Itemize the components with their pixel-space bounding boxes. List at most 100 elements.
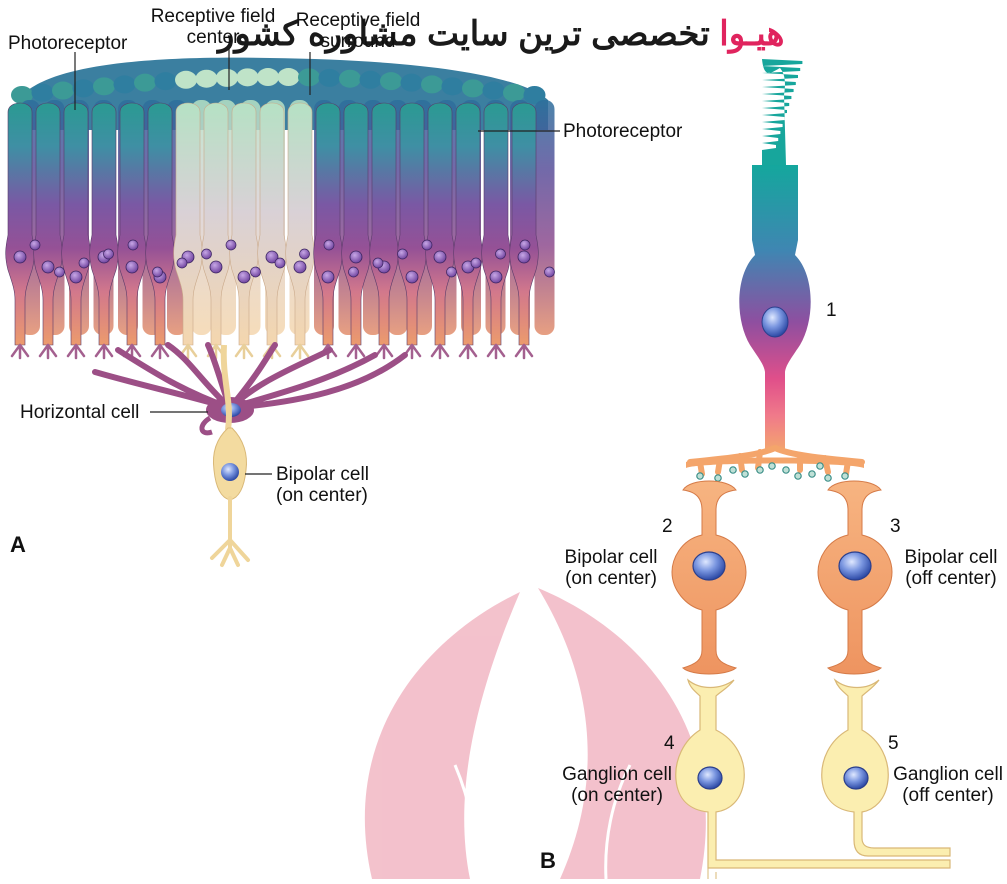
- label-bipolar-on: Bipolar cell (on center): [556, 547, 666, 589]
- cone-tip: [278, 68, 300, 86]
- rod-nucleus-back: [422, 240, 432, 250]
- cone-tip: [175, 71, 197, 89]
- label-bipolar-off: Bipolar cell (off center): [898, 547, 1004, 589]
- cone-tip: [462, 79, 484, 97]
- rod-terminal: [12, 345, 28, 358]
- panel-letter-a: A: [10, 532, 26, 558]
- cone-tip: [32, 84, 54, 102]
- label-bipolar-on-line2: (on center): [556, 568, 666, 589]
- rod-nucleus-back: [79, 258, 89, 268]
- rod-nucleus-back: [545, 267, 555, 277]
- vesicle: [769, 463, 775, 469]
- rod-nucleus: [434, 251, 446, 263]
- rod-nucleus: [490, 271, 502, 283]
- bipolar-cell-on: [672, 481, 746, 674]
- cone-tip: [155, 72, 177, 90]
- cone-tip: [503, 84, 525, 102]
- vesicle: [715, 475, 721, 481]
- label-rf-surround: Receptive field surround: [283, 10, 433, 52]
- label-rf-center-line2: center: [138, 27, 288, 48]
- label-rf-center-line1: Receptive field: [138, 6, 288, 27]
- rod-nucleus-back: [471, 258, 481, 268]
- cone-tip: [401, 74, 423, 92]
- horizontal-cell: [95, 345, 405, 433]
- label-bipolar-off-line1: Bipolar cell: [898, 547, 1004, 568]
- cone-tip: [134, 74, 156, 92]
- rod-nucleus: [294, 261, 306, 273]
- cone-tip: [421, 75, 443, 93]
- label-ganglion-off-line2: (off center): [890, 785, 1006, 806]
- rod-nucleus-back: [398, 249, 408, 259]
- cone-tip: [52, 82, 74, 100]
- label-bipolar-off-line2: (off center): [898, 568, 1004, 589]
- photoreceptor-array: [6, 58, 555, 345]
- label-photoreceptor-left: Photoreceptor: [8, 33, 127, 54]
- vesicle: [825, 475, 831, 481]
- rod-nucleus: [42, 261, 54, 273]
- watermark-brand: هیـوا: [719, 15, 784, 53]
- rod-nucleus: [14, 251, 26, 263]
- vesicle: [795, 473, 801, 479]
- rod-nucleus: [210, 261, 222, 273]
- label-photoreceptor-right: Photoreceptor: [563, 121, 682, 142]
- cone-tip: [319, 69, 341, 87]
- cone-tip: [483, 82, 505, 100]
- rod-nucleus-back: [55, 267, 65, 277]
- rod-terminal: [96, 345, 112, 358]
- rod-nucleus-back: [447, 267, 457, 277]
- cone-tip: [298, 68, 320, 86]
- label-ganglion-on-line1: Ganglion cell: [556, 764, 678, 785]
- vesicle: [809, 471, 815, 477]
- rod-terminal: [236, 345, 252, 358]
- rod-terminal: [432, 345, 448, 358]
- rod-terminal: [292, 345, 308, 358]
- rod-back: [535, 100, 555, 335]
- rod-nucleus-back: [30, 240, 40, 250]
- cone-tip: [442, 77, 464, 95]
- rod-nucleus: [350, 251, 362, 263]
- rod-nucleus-back: [202, 249, 212, 259]
- rod-terminal: [348, 345, 364, 358]
- label-rf-surround-line2: surround: [283, 31, 433, 52]
- rod-nucleus: [406, 271, 418, 283]
- rod-nucleus-back: [226, 240, 236, 250]
- watermark-leaves: [365, 588, 706, 879]
- rod-nucleus-back: [300, 249, 310, 259]
- number-4: 4: [664, 733, 675, 754]
- rod-nucleus-back: [349, 267, 359, 277]
- vesicle: [817, 463, 823, 469]
- rod-nucleus-back: [104, 249, 114, 259]
- bipolar-cell-off: [818, 481, 892, 674]
- photoreceptor-large: [686, 59, 864, 474]
- rod-terminal: [460, 345, 476, 358]
- rod-nucleus-back: [520, 240, 530, 250]
- label-rf-surround-line1: Receptive field: [283, 10, 433, 31]
- label-bipolar-a: Bipolar cell (on center): [276, 464, 369, 506]
- rod-terminal: [376, 345, 392, 358]
- label-horizontal-cell: Horizontal cell: [20, 402, 139, 423]
- rod-nucleus-back: [373, 258, 383, 268]
- rod-terminal: [152, 345, 168, 358]
- cone-tip: [93, 77, 115, 95]
- rod-nucleus: [126, 261, 138, 273]
- label-ganglion-off: Ganglion cell (off center): [890, 764, 1006, 806]
- vesicle: [730, 467, 736, 473]
- vesicle: [842, 473, 848, 479]
- label-bipolar-a-line2: (on center): [276, 485, 369, 506]
- label-ganglion-on-line2: (on center): [556, 785, 678, 806]
- cone-tip: [216, 69, 238, 87]
- label-ganglion-on: Ganglion cell (on center): [556, 764, 678, 806]
- rod-nucleus-back: [177, 258, 187, 268]
- rod-terminal: [40, 345, 56, 358]
- rod-nucleus-back: [153, 267, 163, 277]
- rod-nucleus: [518, 251, 530, 263]
- rod-nucleus: [238, 271, 250, 283]
- cone-tip: [196, 70, 218, 88]
- cone-tip: [237, 68, 259, 86]
- rod-nucleus-back: [251, 267, 261, 277]
- cone-tip: [73, 79, 95, 97]
- number-5: 5: [888, 733, 899, 754]
- rod-terminal: [516, 345, 532, 358]
- vesicle: [742, 471, 748, 477]
